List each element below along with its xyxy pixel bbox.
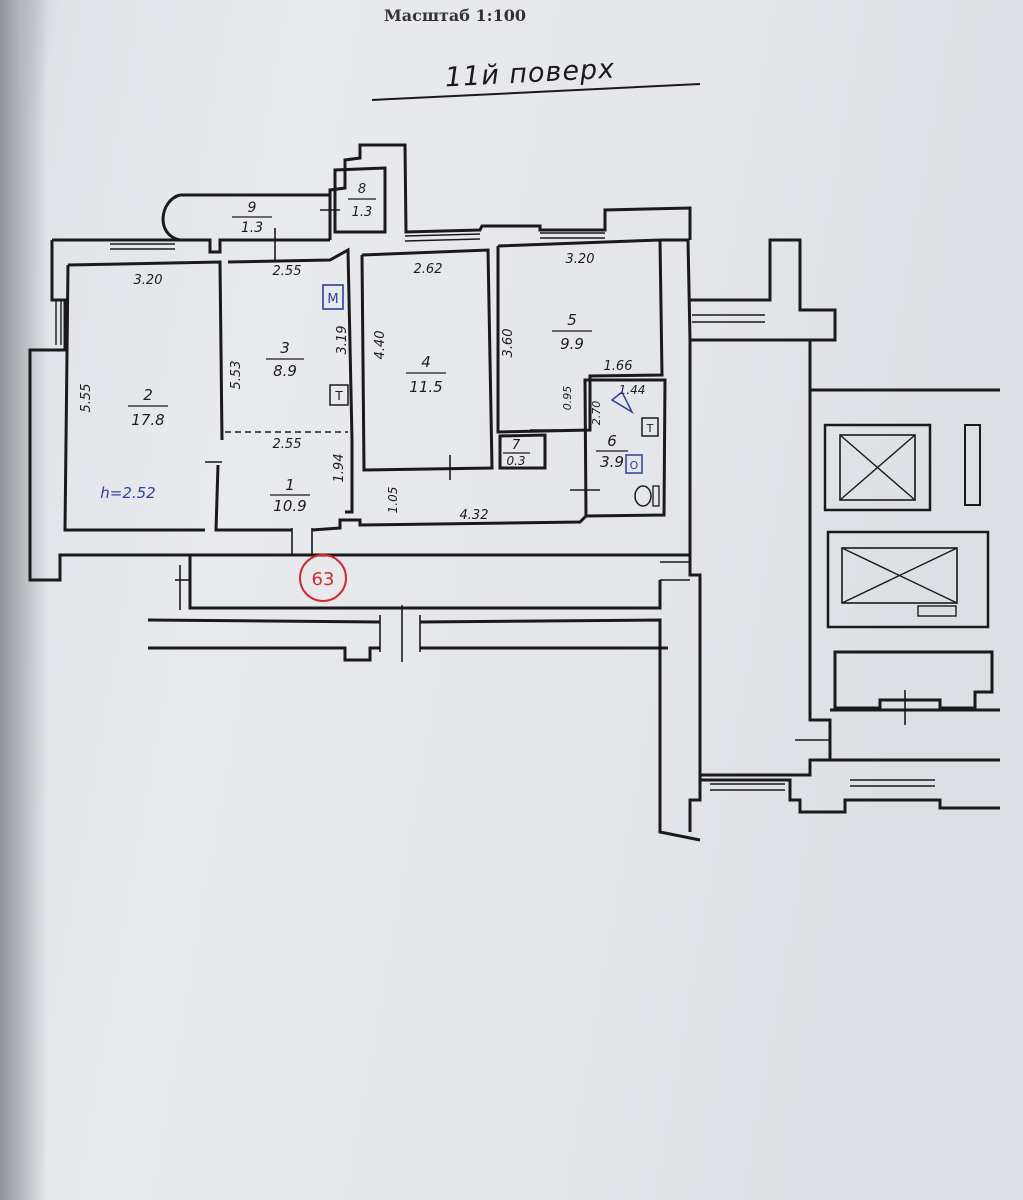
room-3-area: 8.9 xyxy=(273,362,297,380)
dim-corridor-side: 1.05 xyxy=(386,487,400,514)
apartment-number: 63 xyxy=(312,569,335,590)
dim-r4-top: 2.62 xyxy=(414,262,443,277)
wall-room7 xyxy=(498,433,547,470)
room-5-number: 5 xyxy=(567,311,577,329)
room-8-number: 8 xyxy=(358,182,366,197)
t-box-icon xyxy=(329,384,349,406)
wall-corridor xyxy=(147,555,701,842)
ceiling-height: h=2.52 xyxy=(100,484,155,502)
dim-r5-top: 3.20 xyxy=(566,252,595,267)
dim-r3-bottom: 2.55 xyxy=(273,437,302,452)
lift-shafts xyxy=(823,423,990,629)
toilet-icon xyxy=(634,485,652,507)
lift-shaft-2 xyxy=(826,530,990,629)
room-1-number: 1 xyxy=(285,476,295,494)
dim-r5-bottom: 1.66 xyxy=(604,359,633,374)
dim-r4-side: 4.40 xyxy=(373,331,388,360)
room-4-area: 11.5 xyxy=(409,378,442,396)
lift-shaft-1 xyxy=(823,423,932,512)
o-box-icon xyxy=(625,454,643,474)
room-9-number: 9 xyxy=(248,200,257,216)
room-8-area: 1.3 xyxy=(352,205,373,220)
dim-r2-side: 5.55 xyxy=(79,384,94,413)
windows xyxy=(55,232,935,791)
dim-corridor-length: 4.32 xyxy=(460,508,489,523)
page-fold-shadow xyxy=(0,0,48,1200)
wall-stairwell-edge xyxy=(688,555,702,832)
drain-icon xyxy=(610,390,634,414)
room-2-number: 2 xyxy=(143,386,153,404)
dim-r2-top: 3.20 xyxy=(134,273,163,288)
floor-title-underline xyxy=(371,83,701,101)
wall-room8 xyxy=(333,166,387,234)
t-mark-room3: Т xyxy=(334,389,343,403)
wall-top-left xyxy=(52,238,330,254)
t-box-icon-room6 xyxy=(641,417,659,437)
wall-right-room xyxy=(833,650,994,710)
meter-box-icon xyxy=(322,284,344,310)
apartment-stamp: 63 xyxy=(299,554,347,602)
dim-r6-top: 1.44 xyxy=(619,383,646,397)
wall-right-top xyxy=(690,238,837,342)
dimension-labels: 3.20 5.55 2.55 5.53 3.19 2.55 1.94 2.62 … xyxy=(79,252,645,523)
room-6-number: 6 xyxy=(607,432,617,450)
wall-balcony xyxy=(161,193,330,242)
wall-room4 xyxy=(360,248,494,472)
dim-r1-side: 1.94 xyxy=(332,454,347,483)
walls xyxy=(28,143,1000,842)
stamp-circle xyxy=(299,554,347,602)
wall-outer xyxy=(28,240,692,582)
room-5-area: 9.9 xyxy=(560,335,584,353)
room-2-area: 17.8 xyxy=(131,411,164,429)
dim-r3-top: 2.55 xyxy=(273,264,302,279)
wall-room2 xyxy=(63,264,205,532)
fixture-symbols: М Т Т О xyxy=(322,284,660,507)
dim-r5-side: 3.60 xyxy=(501,329,516,358)
room-6-area: 3.9 xyxy=(600,453,624,471)
room-4-number: 4 xyxy=(421,353,431,371)
room-9-area: 1.3 xyxy=(241,220,263,236)
dim-r3-left: 5.53 xyxy=(229,361,244,390)
doors xyxy=(175,209,920,741)
room-labels: 2 17.8 3 8.9 4 11.5 5 9.9 1 10.9 6 3.9 7… xyxy=(128,182,628,515)
t-mark-room6: Т xyxy=(646,422,654,435)
wall-top-right xyxy=(328,143,692,240)
room-7-area: 0.3 xyxy=(506,454,525,468)
dim-r3-right: 3.19 xyxy=(335,326,350,355)
meter-mark: М xyxy=(327,292,338,307)
wall-right-bottom xyxy=(700,778,1000,814)
room-7-number: 7 xyxy=(512,438,521,453)
wall-room2-corridor xyxy=(67,260,667,532)
o-mark: О xyxy=(630,459,639,472)
wall-corridor-lower xyxy=(148,646,668,662)
wall-room3 xyxy=(227,247,354,514)
toilet-tank-icon xyxy=(652,485,660,507)
wall-right-inner xyxy=(660,238,692,341)
scale-title: Масштаб 1:100 xyxy=(384,6,526,25)
dim-r6-small: 0.95 xyxy=(561,386,574,411)
room-1-area: 10.9 xyxy=(273,497,306,515)
wall-right-corridor xyxy=(830,708,1000,762)
dim-r6-side: 2.70 xyxy=(590,401,603,426)
room-3-number: 3 xyxy=(280,339,290,357)
